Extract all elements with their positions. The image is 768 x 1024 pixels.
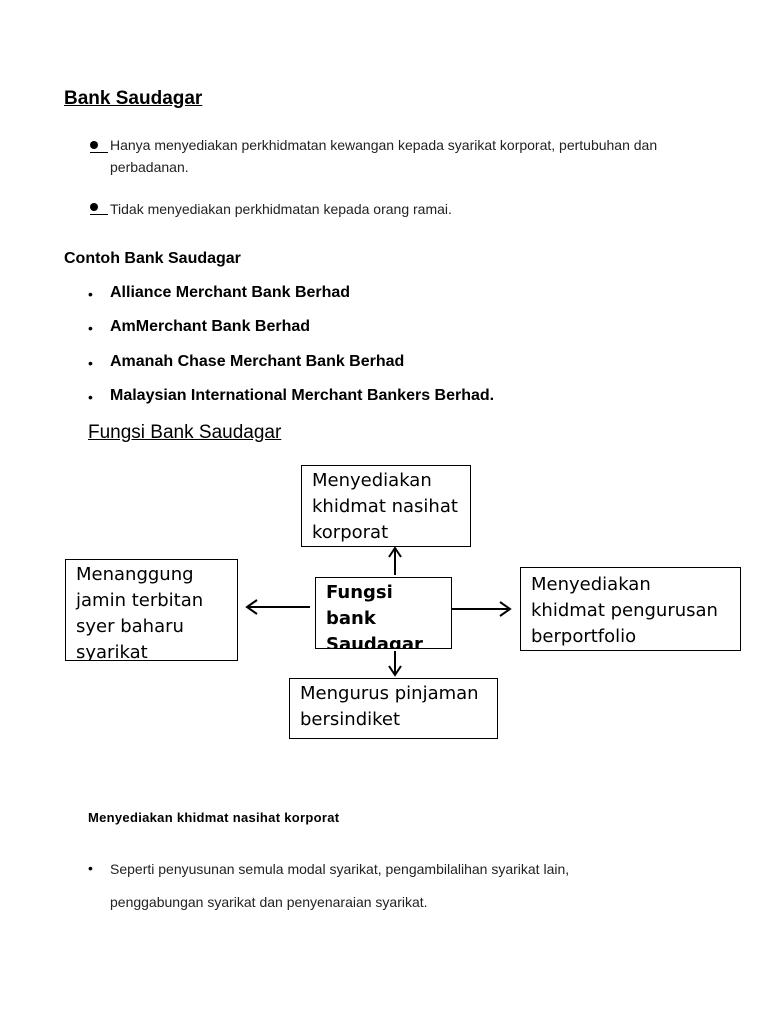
- detail-heading: Menyediakan khidmat nasihat korporat: [88, 810, 340, 825]
- bullet-dot: [90, 141, 98, 149]
- diagram-box-center: Fungsi bank Saudagar: [315, 577, 452, 649]
- arrow-down-head: [388, 665, 402, 677]
- example-item: Amanah Chase Merchant Bank Berhad: [110, 353, 405, 370]
- example-item: Malaysian International Merchant Bankers…: [110, 387, 495, 404]
- diagram-box-left: Menanggung jamin terbitan syer baharu sy…: [65, 559, 238, 661]
- point-1: Hanya menyediakan perkhidmatan kewangan …: [110, 137, 658, 175]
- arrow-up-head: [388, 546, 402, 558]
- detail-line-1: Seperti penyusunan semula modal syarikat…: [110, 861, 570, 877]
- detail-line-2: penggabungan syarikat dan penyenaraian s…: [110, 894, 428, 910]
- bullet: •: [88, 389, 93, 405]
- bullet: •: [88, 860, 93, 876]
- bullet-dot: [90, 203, 98, 211]
- arrow-left-head: [245, 599, 258, 615]
- examples-heading: Contoh Bank Saudagar: [64, 250, 241, 267]
- diagram-box-right: Menyediakan khidmat pengurusan berportfo…: [520, 567, 741, 651]
- page-title: Bank Saudagar: [64, 88, 203, 109]
- diagram-box-bottom: Mengurus pinjaman bersindiket: [289, 678, 498, 739]
- bullet-underline: [90, 152, 108, 153]
- example-item: AmMerchant Bank Berhad: [110, 318, 311, 335]
- diagram-box-top: Menyediakan khidmat nasihat korporat: [301, 465, 471, 547]
- functions-heading: Fungsi Bank Saudagar: [88, 422, 282, 443]
- arrow-right-head: [499, 601, 512, 617]
- example-item: Alliance Merchant Bank Berhad: [110, 284, 351, 301]
- bullet: •: [88, 355, 93, 371]
- bullet-underline: [90, 214, 108, 215]
- point-2: Tidak menyediakan perkhidmatan kepada or…: [110, 201, 452, 217]
- bullet: •: [88, 320, 93, 336]
- bullet: •: [88, 286, 93, 302]
